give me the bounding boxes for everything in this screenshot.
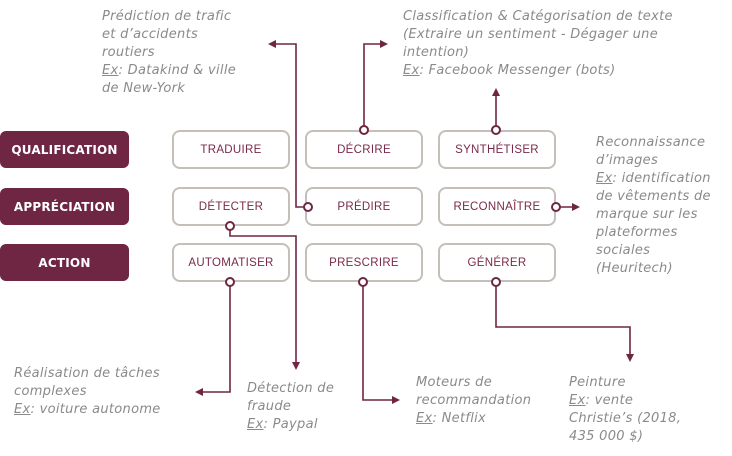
- verb-predire: PRÉDIRE: [305, 187, 423, 226]
- node-synthetiser: [491, 125, 501, 135]
- note-line: marque sur les: [596, 207, 698, 222]
- category-appreciation: APPRÉCIATION: [0, 188, 129, 225]
- note-trafic: Prédiction de trafic et d’accidents rout…: [102, 8, 236, 98]
- node-reconnaitre: [551, 202, 561, 212]
- note-line: et d’accidents: [102, 27, 199, 42]
- example-text: : voiture autonome: [30, 402, 161, 417]
- note-example: Ex: identification: [596, 170, 711, 188]
- note-line: d’images: [596, 153, 659, 168]
- note-line: 435 000 $): [569, 429, 644, 444]
- example-label: Ex: [102, 63, 119, 78]
- example-text: : Facebook Messenger (bots): [419, 63, 616, 78]
- verb-detecter: DÉTECTER: [172, 187, 290, 226]
- note-line: fraude: [247, 399, 292, 414]
- note-line: de New-York: [102, 81, 186, 96]
- note-line: de vêtements de: [596, 189, 711, 204]
- link-prescrire-recommandation: [362, 282, 400, 404]
- verb-generer: GÉNÉRER: [438, 243, 556, 282]
- node-generer: [491, 277, 501, 287]
- note-line: sociales: [596, 243, 651, 258]
- note-line: complexes: [14, 384, 87, 399]
- example-text: : vente: [585, 393, 634, 408]
- example-label: Ex: [569, 393, 586, 408]
- note-images: Reconnaissance d’images Ex: identificati…: [596, 134, 711, 278]
- node-predire: [303, 202, 313, 212]
- note-recommandation: Moteurs de recommandation Ex: Netflix: [416, 374, 531, 428]
- example-label: Ex: [416, 411, 433, 426]
- note-line: intention): [403, 45, 470, 60]
- category-action: ACTION: [0, 244, 129, 281]
- note-line: Reconnaissance: [596, 135, 706, 150]
- example-text: : Paypal: [263, 417, 318, 432]
- note-line: Moteurs de: [416, 375, 493, 390]
- link-automatiser-taches: [195, 282, 231, 396]
- note-example: Ex: Facebook Messenger (bots): [403, 62, 673, 80]
- example-text: : identification: [612, 171, 711, 186]
- link-generer-peinture: [495, 282, 634, 362]
- note-example: Ex: Paypal: [247, 416, 334, 434]
- verb-reconnaitre: RECONNAÎTRE: [438, 187, 556, 226]
- link-predire-trafic: [268, 40, 306, 208]
- example-label: Ex: [247, 417, 264, 432]
- example-text: : Datakind & ville: [118, 63, 237, 78]
- example-text: : Netflix: [432, 411, 487, 426]
- note-example: Ex: Datakind & ville: [102, 62, 236, 80]
- note-line: Prédiction de trafic: [102, 9, 232, 24]
- note-example: Ex: Netflix: [416, 410, 531, 428]
- example-label: Ex: [403, 63, 420, 78]
- node-decrire: [359, 125, 369, 135]
- verb-decrire: DÉCRIRE: [305, 130, 423, 169]
- note-classification: Classification & Catégorisation de texte…: [403, 8, 673, 80]
- node-prescrire: [358, 277, 368, 287]
- note-line: (Extraire un sentiment - Dégager une: [403, 27, 658, 42]
- note-line: Réalisation de tâches: [14, 366, 160, 381]
- note-line: routiers: [102, 45, 155, 60]
- note-line: recommandation: [416, 393, 532, 408]
- link-decrire-classification: [363, 40, 388, 130]
- node-detecter: [225, 221, 235, 231]
- note-fraude: Détection de fraude Ex: Paypal: [247, 380, 334, 434]
- verb-prescrire: PRESCRIRE: [305, 243, 423, 282]
- verb-traduire: TRADUIRE: [172, 130, 290, 169]
- note-line: (Heuritech): [596, 261, 673, 276]
- note-peinture: Peinture Ex: vente Christie’s (2018, 435…: [569, 374, 681, 446]
- note-line: Christie’s (2018,: [569, 411, 682, 426]
- note-example: Ex: vente: [569, 392, 681, 410]
- note-line: Détection de: [247, 381, 335, 396]
- category-qualification: QUALIFICATION: [0, 131, 129, 168]
- example-label: Ex: [14, 402, 31, 417]
- note-line: Classification & Catégorisation de texte: [403, 9, 673, 24]
- node-automatiser: [225, 277, 235, 287]
- note-line: plateformes: [596, 225, 678, 240]
- note-example: Ex: voiture autonome: [14, 401, 161, 419]
- note-taches: Réalisation de tâches complexes Ex: voit…: [14, 365, 161, 419]
- example-label: Ex: [596, 171, 613, 186]
- note-line: Peinture: [569, 375, 626, 390]
